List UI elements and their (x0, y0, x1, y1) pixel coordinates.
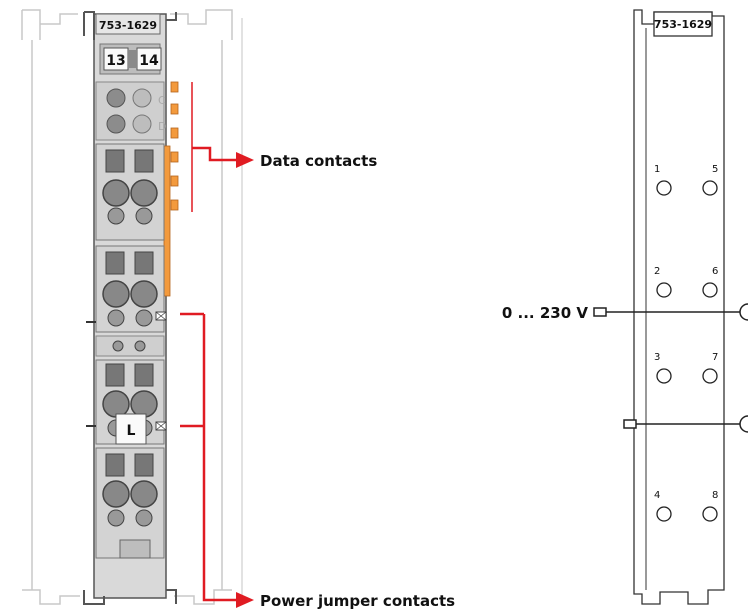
terminal-5 (702, 180, 718, 196)
voltage-label: 0 ... 230 V (502, 304, 589, 322)
schematic-part-plate (653, 11, 713, 37)
marker-13-text: 13 (106, 53, 125, 69)
io-module: 753-1629 13 14 C D (83, 11, 179, 605)
schematic-terminals: 1 5 2 6 3 7 4 8 (654, 164, 718, 522)
terminal-section-2 (95, 245, 167, 333)
terminal-number-8: 8 (712, 490, 718, 501)
terminal-8 (702, 506, 718, 522)
led-d (132, 114, 152, 134)
top-clip (83, 11, 95, 40)
power-jumper-arrow (236, 592, 254, 608)
right-part-number: 753-1629 (654, 18, 712, 31)
led-letter-d: D (158, 120, 166, 133)
bottom-clip (83, 589, 177, 605)
left-part-number: 753-1629 (99, 19, 157, 32)
terminal-4 (656, 506, 672, 522)
terminal-section-4 (95, 447, 165, 559)
terminal-7 (702, 368, 718, 384)
data-contacts-label: Data contacts (260, 152, 377, 170)
terminal-6 (702, 282, 718, 298)
terminal-number-6: 6 (712, 266, 718, 277)
part-number-plate (95, 13, 161, 35)
terminal-section-1 (95, 143, 165, 241)
terminal-number-2: 2 (654, 266, 660, 277)
power-jumper-callout (180, 312, 238, 602)
schematic-module (633, 9, 725, 605)
marker-13 (103, 47, 129, 71)
data-contacts-callout (191, 82, 238, 212)
led-b (132, 88, 152, 108)
terminal-number-5: 5 (712, 164, 718, 175)
terminal-number-3: 3 (654, 352, 660, 363)
terminal-number-1: 1 (654, 164, 660, 175)
input-1-connector (593, 307, 607, 317)
led-a (106, 88, 126, 108)
terminal-1 (656, 180, 672, 196)
marker-14 (136, 47, 162, 71)
led-c (106, 114, 126, 134)
neighbor-module-outlines (21, 9, 243, 605)
potential-marker (115, 413, 147, 445)
marker-14-text: 14 (139, 53, 159, 69)
data-contacts-arrow (236, 152, 254, 168)
led-letter-c: C (158, 94, 166, 107)
terminal-number-7: 7 (712, 352, 718, 363)
input-2-connector (623, 419, 637, 429)
power-jumper-label: Power jumper contacts (260, 592, 455, 610)
input-wires (593, 303, 748, 433)
terminal-2 (656, 282, 672, 298)
terminal-number-4: 4 (654, 490, 660, 501)
data-contacts-strip (163, 81, 179, 297)
terminal-3 (656, 368, 672, 384)
potential-marker-text: L (127, 423, 136, 439)
